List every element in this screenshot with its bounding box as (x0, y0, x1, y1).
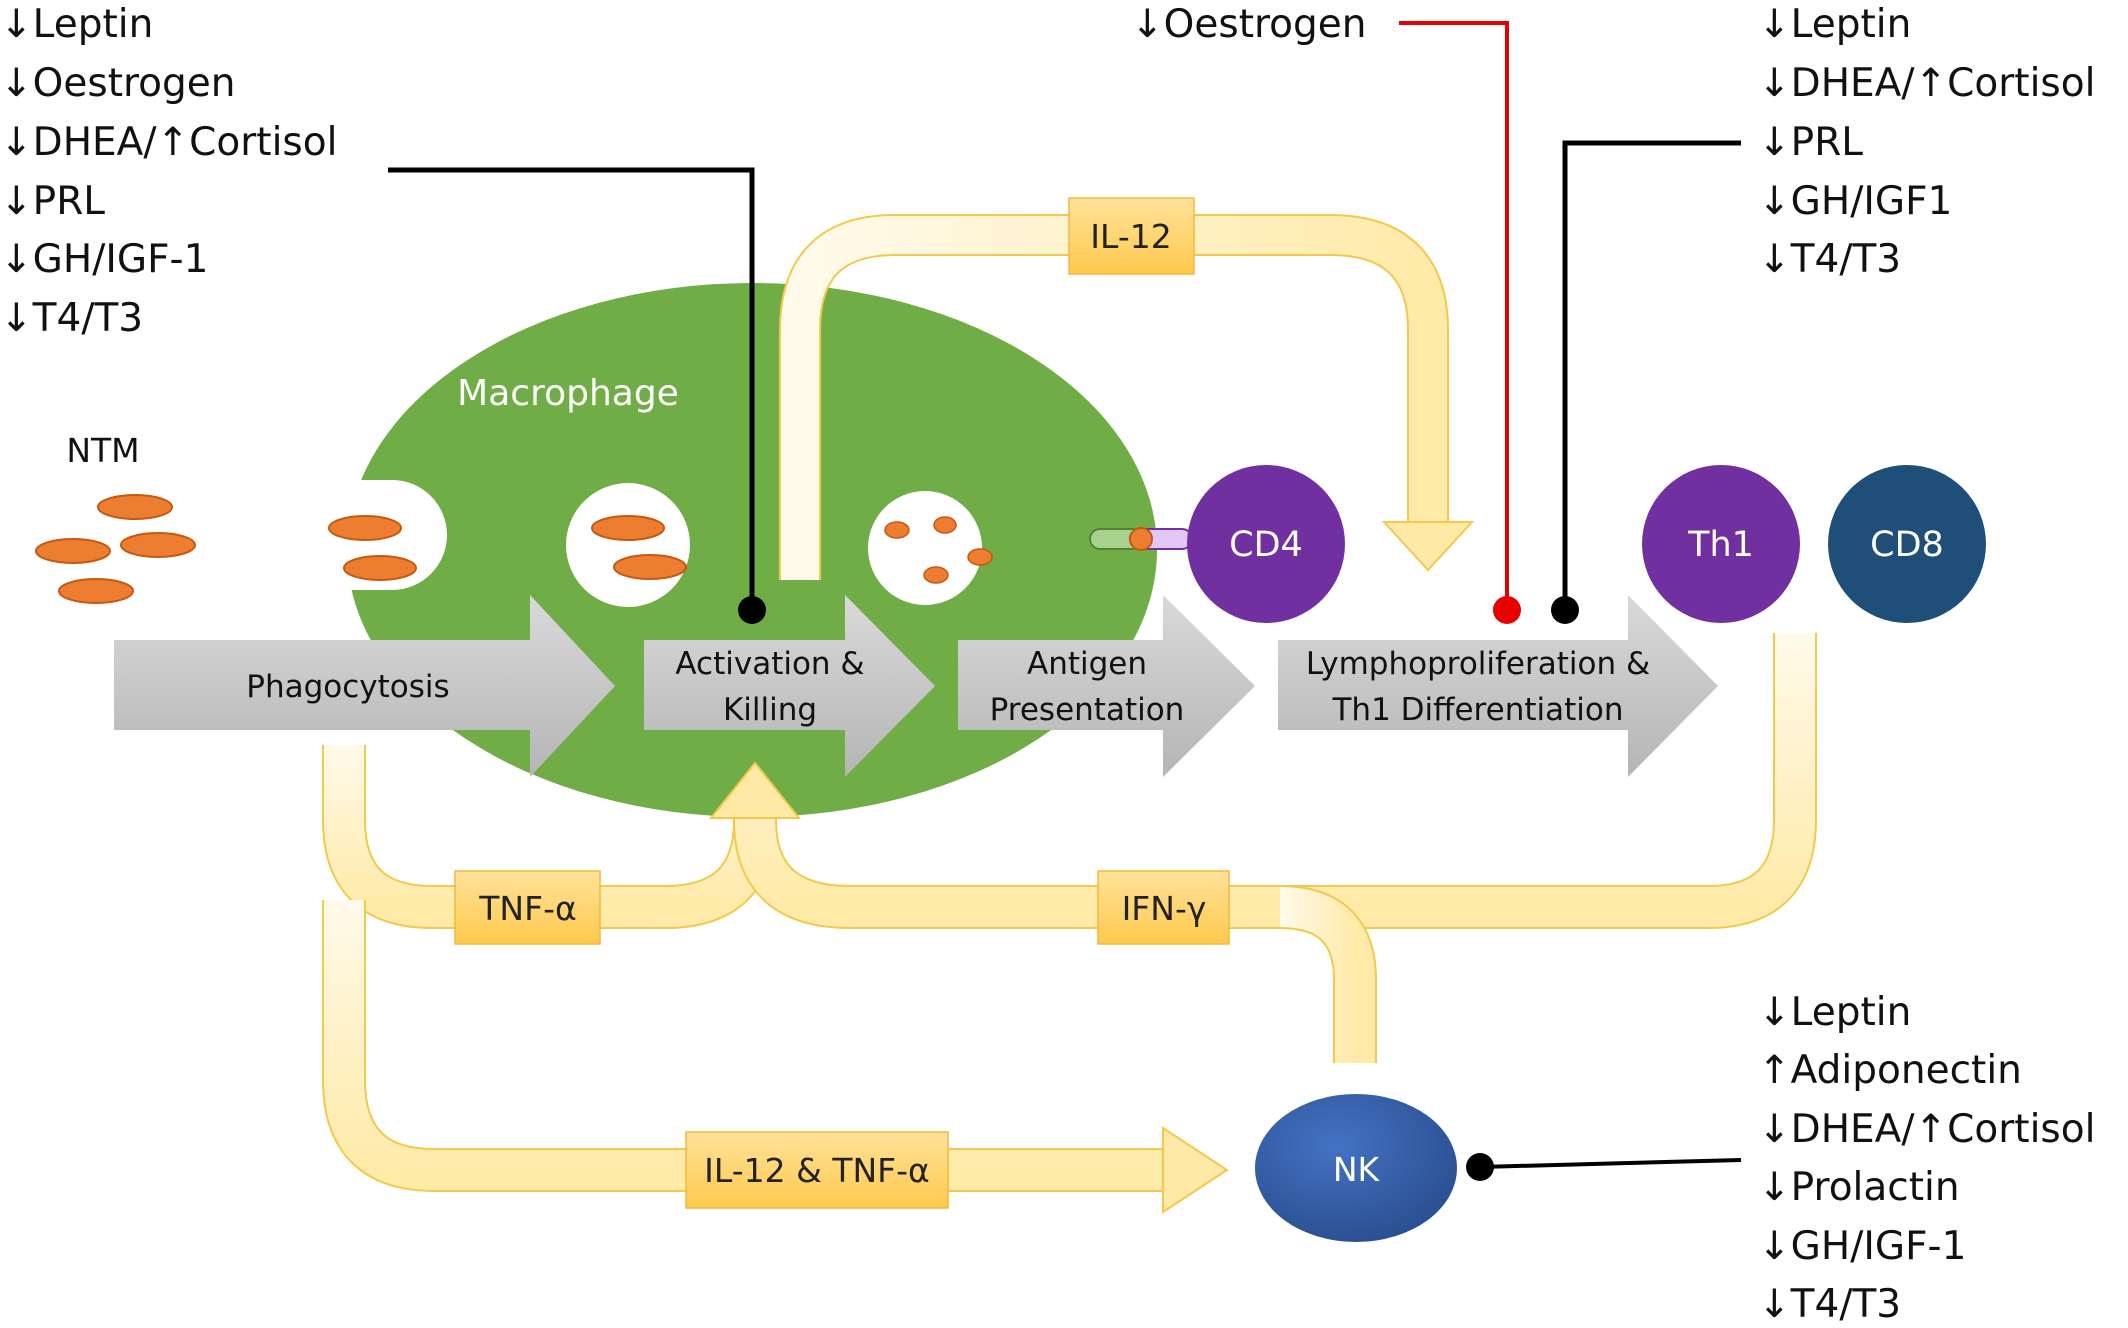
bacterium (97, 494, 173, 520)
bacterium (591, 515, 665, 541)
bacterial-fragment (884, 521, 910, 539)
bacterial-fragment (923, 566, 949, 584)
inhibition-line-th1 (1551, 140, 1741, 624)
bacterium (613, 554, 687, 580)
lymphoproliferation-arrow (1278, 595, 1718, 777)
hormone-item: ↓PRL (1758, 120, 1863, 165)
hormone-item: ↓T4/T3 (1758, 237, 1901, 282)
th1-cell (1642, 465, 1800, 623)
process-step-label: Presentation (990, 692, 1185, 728)
ntm-label: NTM (66, 431, 139, 470)
nk-label: NK (1333, 1150, 1381, 1189)
inhibition-line-macrophage (388, 167, 766, 624)
il12-tnf-flow-arrow (322, 900, 1229, 1214)
cd4-cell (1187, 465, 1345, 623)
process-step-label: Antigen (1027, 646, 1147, 682)
cytokine-label: IFN-γ (1122, 889, 1207, 928)
process-step-label: Phagocytosis (246, 669, 449, 705)
hormone-item: ↓Oestrogen (1131, 2, 1367, 47)
cd8-label: CD8 (1870, 525, 1944, 565)
hormone-item: ↓Leptin (1758, 990, 1911, 1035)
inhibition-line-oestrogen (1399, 21, 1521, 624)
hormone-item: ↓GH/IGF-1 (1758, 1224, 1966, 1269)
bacterial-fragment (933, 516, 957, 534)
hormone-item: ↓DHEA/↑Cortisol (0, 120, 337, 165)
bacterial-fragment (967, 548, 993, 566)
cytokine-label: IL-12 & TNF-α (704, 1151, 930, 1190)
bacterium (58, 578, 134, 604)
th1-label: Th1 (1687, 525, 1754, 565)
process-step-label: Activation & (675, 646, 864, 682)
hormone-item: ↓Oestrogen (0, 61, 236, 106)
cytokine-label: TNF-α (478, 889, 577, 928)
hormone-item: ↓PRL (0, 179, 105, 224)
cd8-cell (1828, 465, 1986, 623)
process-step-label: Th1 Differentiation (1331, 692, 1623, 728)
process-step-label: Killing (723, 692, 817, 728)
hormone-list-bottom-right: ↓Leptin ↑Adiponectin ↓DHEA/↑Cortisol ↓Pr… (1758, 990, 2095, 1327)
hormone-item: ↓DHEA/↑Cortisol (1758, 1107, 2095, 1152)
inhibition-line-nk (1466, 1153, 1742, 1181)
hormone-item: ↓GH/IGF-1 (0, 237, 208, 282)
macrophage-label: Macrophage (457, 373, 679, 414)
phagosome (566, 483, 690, 607)
cytokine-box (1097, 870, 1230, 945)
hormone-item: ↓T4/T3 (1758, 1282, 1901, 1327)
activation-killing-arrow (644, 595, 935, 777)
hormone-item: ↑Adiponectin (1758, 1048, 2022, 1093)
bacterium (343, 555, 417, 581)
mhc-tcr-complex (1089, 527, 1193, 551)
hormone-item: ↓Leptin (0, 2, 153, 47)
hormone-item: ↓GH/IGF1 (1758, 179, 1952, 224)
cytokine-label: IL-12 (1090, 217, 1171, 256)
hormone-list-top-right: ↓Leptin ↓DHEA/↑Cortisol ↓PRL ↓GH/IGF1 ↓T… (1758, 2, 2095, 282)
hormone-item: ↓T4/T3 (0, 296, 143, 341)
cd4-label: CD4 (1229, 525, 1303, 565)
antigen-presentation-arrow (958, 595, 1255, 777)
process-step-label: Lymphoproliferation & (1306, 646, 1650, 682)
hormone-item: ↓DHEA/↑Cortisol (1758, 61, 2095, 106)
cytokine-box (685, 1131, 949, 1209)
hormone-list-top-middle: ↓Oestrogen (1131, 2, 1367, 47)
cytokine-box (454, 870, 601, 945)
cytokine-box (1068, 197, 1195, 275)
phagolysosome (868, 491, 982, 605)
hormone-item: ↓Leptin (1758, 2, 1911, 47)
ifn-flow-arrow (708, 633, 1817, 1063)
nk-cell (1255, 1094, 1457, 1242)
bacterium (35, 538, 111, 564)
bacterium (328, 515, 402, 541)
hormone-list-top-left: ↓Leptin ↓Oestrogen ↓DHEA/↑Cortisol ↓PRL … (0, 2, 337, 341)
bacterium (120, 532, 196, 558)
hormone-item: ↓Prolactin (1758, 1165, 1960, 1210)
phagocytosis-arrow (114, 595, 615, 777)
